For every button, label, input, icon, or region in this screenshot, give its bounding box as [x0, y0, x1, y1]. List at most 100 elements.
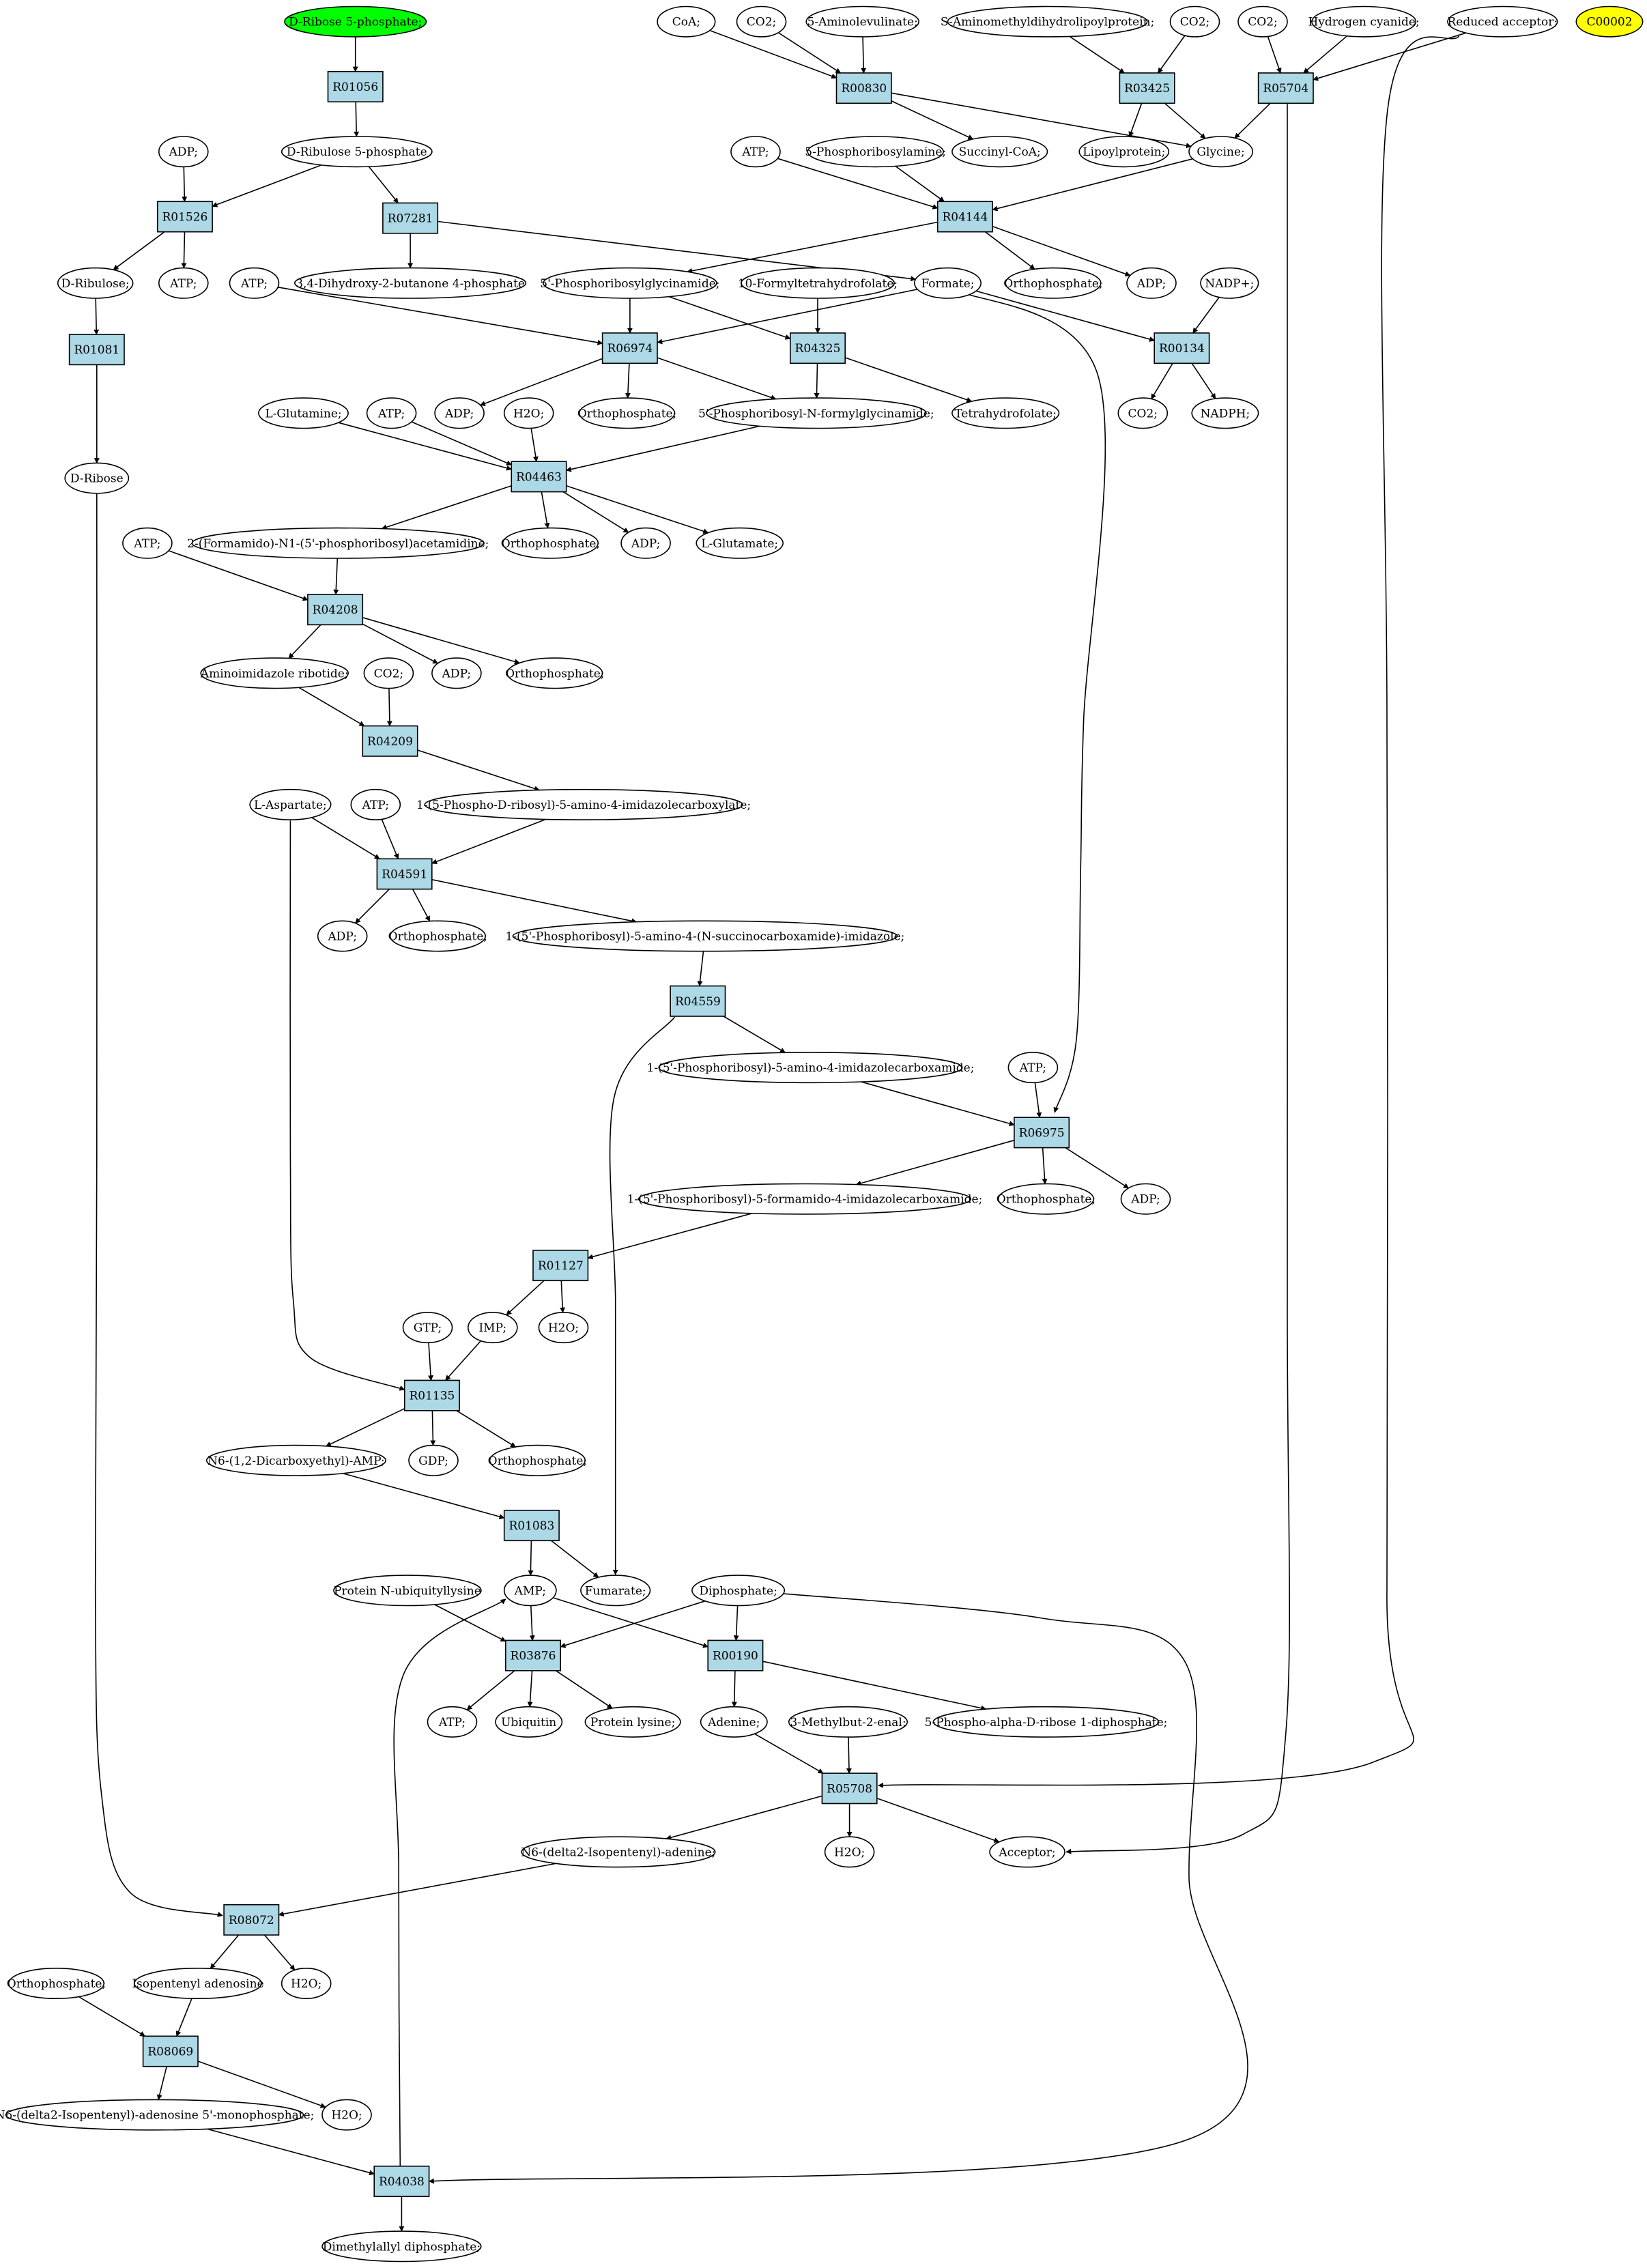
compound-ipamp[interactable]: N6-(delta2-Isopentenyl)-adenosine 5'-mon…: [0, 2099, 314, 2131]
compound-acceptor[interactable]: Acceptor;: [989, 1836, 1065, 1868]
compound-fumarate[interactable]: Fumarate;: [580, 1575, 651, 1607]
compound-prpp[interactable]: 5-Phospho-alpha-D-ribose 1-diphosphate;: [925, 1706, 1168, 1738]
compound-atp_f[interactable]: ATP;: [350, 788, 401, 820]
reaction-r03876[interactable]: R03876: [504, 1639, 561, 1671]
reaction-r04463[interactable]: R04463: [511, 461, 567, 493]
reaction-r01526[interactable]: R01526: [156, 201, 213, 233]
compound-orthop_c[interactable]: Orthophosphate;: [501, 527, 600, 559]
compound-prsamine[interactable]: 5-Phosphoribosylamine;: [805, 136, 946, 168]
compound-gar[interactable]: 5'-Phosphoribosylglycinamide;: [540, 267, 720, 299]
reaction-r04038[interactable]: R04038: [373, 2166, 430, 2198]
reaction-r04144[interactable]: R04144: [936, 201, 993, 233]
reaction-r01083[interactable]: R01083: [503, 1510, 560, 1542]
compound-orthop_a[interactable]: Orthophosphate;: [1003, 267, 1103, 299]
compound-adp_e[interactable]: ADP;: [431, 657, 482, 689]
compound-sampd[interactable]: N6-(1,2-Dicarboxyethyl)-AMP;: [205, 1444, 386, 1476]
compound-aicar[interactable]: 1-(5'-Phosphoribosyl)-5-amino-4-imidazol…: [647, 1052, 975, 1084]
compound-ipade[interactable]: N6-(delta2-Isopentenyl)-adenine;: [521, 1836, 716, 1868]
compound-h2o_b[interactable]: H2O;: [538, 1312, 589, 1344]
compound-protubq[interactable]: Protein N-ubiquityllysine: [333, 1575, 482, 1607]
compound-h2o_a[interactable]: H2O;: [503, 397, 554, 429]
compound-atp_a[interactable]: ATP;: [730, 136, 781, 168]
compound-dribulose[interactable]: D-Ribulose;: [57, 267, 134, 299]
compound-co2_b[interactable]: CO2;: [1169, 5, 1220, 38]
compound-orthop_e[interactable]: Orthophosphate;: [388, 920, 487, 952]
reaction-r06975[interactable]: R06975: [1014, 1117, 1070, 1149]
compound-orthop_b[interactable]: Orthophosphate;: [577, 397, 676, 429]
reaction-r04208[interactable]: R04208: [307, 594, 364, 626]
compound-adp_b[interactable]: ADP;: [1126, 267, 1177, 299]
compound-imp[interactable]: IMP;: [467, 1312, 518, 1344]
compound-orthop_d[interactable]: Orthophosphate;: [505, 657, 605, 689]
compound-atp_c[interactable]: ATP;: [229, 267, 280, 299]
compound-adp_a[interactable]: ADP;: [158, 136, 209, 168]
compound-gtp[interactable]: GTP;: [402, 1312, 453, 1344]
reaction-r08069[interactable]: R08069: [142, 2035, 199, 2067]
compound-atp_h[interactable]: ATP;: [427, 1706, 478, 1738]
compound-atp_g[interactable]: ATP;: [1007, 1052, 1059, 1084]
reaction-r03425[interactable]: R03425: [1119, 72, 1175, 104]
compound-glycine[interactable]: Glycine;: [1188, 136, 1253, 168]
compound-laspartate[interactable]: L-Aspartate;: [249, 788, 332, 820]
reaction-r07281[interactable]: R07281: [382, 202, 439, 234]
compound-succoa[interactable]: Succinyl-CoA;: [951, 136, 1048, 168]
compound-co2_d[interactable]: CO2;: [1117, 397, 1169, 429]
compound-redacc[interactable]: Reduced acceptor;: [1447, 5, 1558, 38]
compound-ribulose5p[interactable]: D-Ribulose 5-phosphate: [281, 136, 433, 168]
reaction-r01127[interactable]: R01127: [532, 1250, 589, 1282]
compound-formate[interactable]: Formate;: [914, 267, 982, 299]
compound-orthop_g[interactable]: Orthophosphate;: [488, 1444, 587, 1476]
compound-diphos[interactable]: Diphosphate;: [691, 1575, 786, 1607]
compound-atp_b[interactable]: ATP;: [158, 267, 209, 299]
compound-amp[interactable]: AMP;: [503, 1575, 557, 1607]
compound-lglutamate[interactable]: L-Glutamate;: [696, 527, 784, 559]
compound-co2_a[interactable]: CO2;: [736, 5, 787, 38]
compound-h2o_d[interactable]: H2O;: [281, 1968, 332, 2000]
reaction-r01056[interactable]: R01056: [327, 71, 384, 103]
compound-hcn[interactable]: Hydrogen cyanide;: [1308, 5, 1420, 38]
compound-atp_e[interactable]: ATP;: [122, 527, 173, 559]
compound-thf[interactable]: Tetrahydrofolate;: [951, 397, 1060, 429]
reaction-r01135[interactable]: R01135: [403, 1379, 460, 1411]
compound-orthop_h[interactable]: Orthophosphate;: [7, 1968, 106, 2000]
reaction-r01081[interactable]: R01081: [68, 334, 125, 366]
compound-nadph[interactable]: NADPH;: [1191, 397, 1259, 429]
compound-faicar[interactable]: 1-(5'-Phosphoribosyl)-5-formamido-4-imid…: [627, 1183, 983, 1215]
compound-adp_d[interactable]: ADP;: [620, 527, 671, 559]
compound-orthop_f[interactable]: Orthophosphate;: [997, 1183, 1095, 1215]
compound-dribose[interactable]: D-Ribose: [64, 462, 130, 494]
compound-fthf[interactable]: 10-Formyltetrahydrofolate;: [738, 267, 898, 299]
reaction-r05708[interactable]: R05708: [821, 1772, 878, 1805]
compound-coa[interactable]: CoA;: [657, 5, 716, 38]
reaction-r06974[interactable]: R06974: [601, 332, 658, 364]
reaction-r04209[interactable]: R04209: [362, 725, 418, 757]
compound-atp_d[interactable]: ATP;: [366, 397, 417, 429]
compound-h2o_c[interactable]: H2O;: [824, 1836, 875, 1868]
compound-cair[interactable]: 1-(5-Phospho-D-ribosyl)-5-amino-4-imidaz…: [416, 788, 751, 820]
compound-aminolev[interactable]: 5-Aminolevulinate;: [805, 5, 919, 38]
compound-adenine[interactable]: Adenine;: [700, 1706, 768, 1738]
reaction-r00134[interactable]: R00134: [1154, 332, 1210, 364]
compound-air[interactable]: Aminoimidazole ribotide;: [200, 657, 349, 689]
reaction-r05704[interactable]: R05704: [1257, 72, 1314, 104]
compound-dmapp[interactable]: Dimethylallyl diphosphate;: [321, 2230, 482, 2263]
compound-co2_e[interactable]: CO2;: [363, 657, 414, 689]
compound-co2_c[interactable]: CO2;: [1237, 5, 1288, 38]
compound-lglutamine[interactable]: L-Glutamine;: [258, 397, 349, 429]
compound-saminomethyl[interactable]: S-Aminomethyldihydrolipoylprotein;: [941, 5, 1154, 38]
compound-lipoyl[interactable]: Lipoylprotein;: [1078, 136, 1170, 168]
reaction-r04325[interactable]: R04325: [790, 332, 846, 364]
compound-fgam[interactable]: 2-(Formamido)-N1-(5'-phosphoribosyl)acet…: [187, 527, 489, 559]
compound-adp_f[interactable]: ADP;: [317, 920, 368, 952]
compound-adp_c[interactable]: ADP;: [434, 397, 485, 429]
compound-nadp[interactable]: NADP+;: [1200, 267, 1259, 299]
compound-saicar[interactable]: 1-(5'-Phosphoribosyl)-5-amino-4-(N-succi…: [505, 920, 904, 952]
compound-dhbp[interactable]: 3,4-Dihydroxy-2-butanone 4-phosphate: [293, 267, 527, 299]
compound-adp_g[interactable]: ADP;: [1120, 1183, 1171, 1215]
compound-ubiquitin[interactable]: Ubiquitin: [495, 1706, 563, 1738]
compound-fgar[interactable]: 5'-Phosphoribosyl-N-formylglycinamide;: [698, 397, 934, 429]
reaction-r08072[interactable]: R08072: [223, 1904, 280, 1936]
compound-methylbutenal[interactable]: 3-Methylbut-2-enal;: [788, 1706, 908, 1738]
reaction-r04559[interactable]: R04559: [670, 985, 726, 1017]
compound-c00002[interactable]: C00002: [1575, 5, 1644, 38]
